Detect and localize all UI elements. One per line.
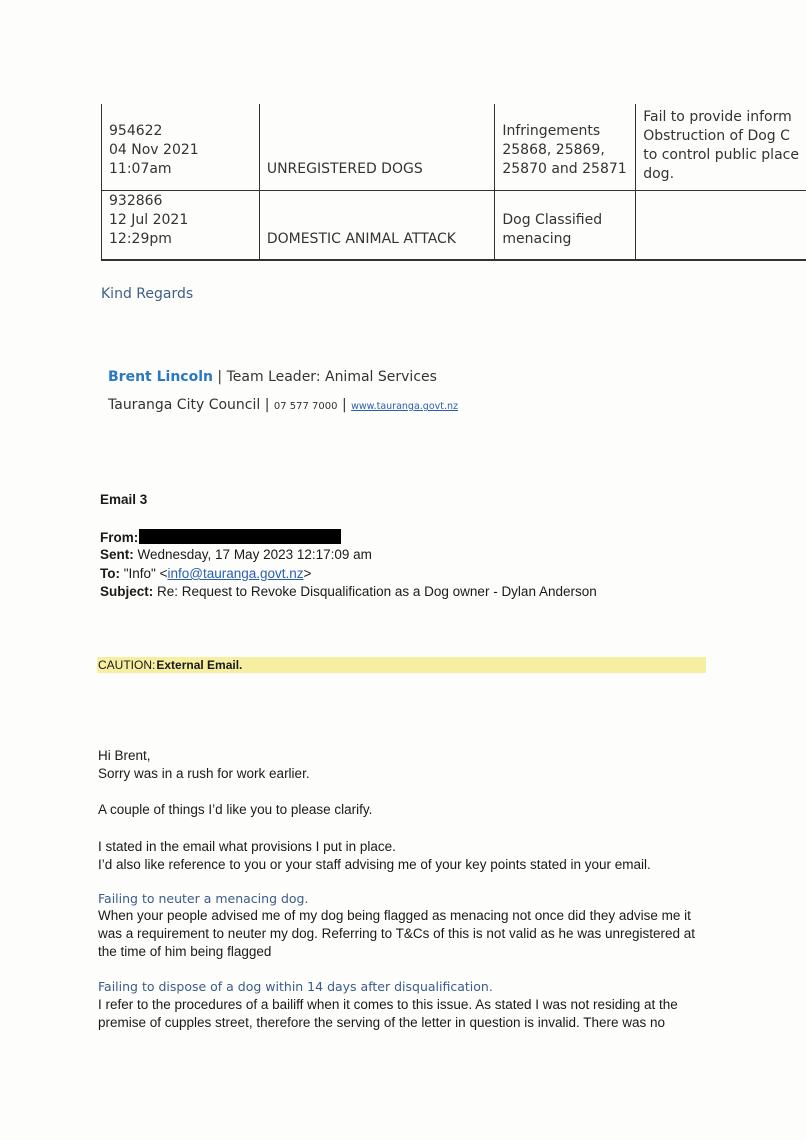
details-line: 25870 and 25871 bbox=[502, 161, 627, 177]
subject-line: Subject: Re: Request to Revoke Disqualif… bbox=[100, 583, 597, 601]
details-line: Dog Classified bbox=[502, 212, 603, 228]
signature-title: Team Leader: Animal Services bbox=[226, 369, 437, 385]
sent-line: Sent: Wednesday, 17 May 2023 12:17:09 am bbox=[100, 546, 372, 564]
outcome-cell: Fail to provide inform Obstruction of Do… bbox=[635, 104, 806, 191]
body-paragraph: I refer to the procedures of a bailiff w… bbox=[98, 996, 678, 1032]
record-time: 11:07am bbox=[109, 161, 172, 177]
record-date: 04 Nov 2021 bbox=[109, 142, 199, 158]
paragraph-line: I refer to the procedures of a bailiff w… bbox=[98, 997, 678, 1012]
record-id-cell: 954622 04 Nov 2021 11:07am bbox=[101, 104, 260, 191]
to-close: > bbox=[303, 566, 312, 581]
record-id-cell: 932866 12 Jul 2021 12:29pm bbox=[101, 190, 260, 261]
body-line: I stated in the email what provisions I … bbox=[98, 839, 396, 854]
subject-value: Re: Request to Revoke Disqualification a… bbox=[153, 584, 597, 599]
section-heading: Failing to neuter a menacing dog. bbox=[98, 891, 309, 906]
caution-prefix: CAUTION: bbox=[98, 658, 156, 672]
to-label: To: bbox=[100, 566, 120, 581]
record-category: DOMESTIC ANIMAL ATTACK bbox=[266, 231, 456, 247]
from-label: From: bbox=[100, 530, 139, 545]
record-date: 12 Jul 2021 bbox=[109, 212, 189, 228]
record-category: UNREGISTERED DOGS bbox=[266, 161, 423, 177]
redaction-block bbox=[139, 529, 342, 544]
to-email-link[interactable]: info@tauranga.govt.nz bbox=[167, 566, 304, 581]
outcome-cell bbox=[635, 190, 806, 261]
paragraph-line: premise of cupples street, therefore the… bbox=[98, 1015, 666, 1030]
signature-org: Tauranga City Council bbox=[108, 397, 261, 413]
separator: | bbox=[212, 369, 227, 385]
signature-name: Brent Lincoln bbox=[108, 369, 213, 385]
details-cell: Infringements 25868, 25869, 25870 and 25… bbox=[494, 104, 637, 191]
record-id: 932866 bbox=[109, 193, 163, 209]
table-row: 954622 04 Nov 2021 11:07am UNREGISTERED … bbox=[101, 104, 806, 191]
paragraph-line: the time of him being flagged bbox=[98, 944, 272, 959]
caution-banner: CAUTION:External Email. bbox=[97, 657, 706, 673]
record-time: 12:29pm bbox=[109, 231, 172, 247]
category-cell: DOMESTIC ANIMAL ATTACK bbox=[258, 190, 496, 261]
email-heading: Email 3 bbox=[100, 492, 148, 507]
details-line: menacing bbox=[502, 231, 572, 247]
outcome-line: Obstruction of Dog C bbox=[643, 128, 790, 144]
record-id: 954622 bbox=[109, 123, 163, 139]
body-line: I’d also like reference to you or your s… bbox=[98, 857, 651, 872]
signature-name-line: Brent Lincoln | Team Leader: Animal Serv… bbox=[108, 369, 437, 385]
from-line: From: bbox=[100, 529, 342, 547]
separator: | bbox=[260, 397, 274, 413]
body-line: Sorry was in a rush for work earlier. bbox=[98, 766, 310, 781]
closing-text: Kind Regards bbox=[101, 286, 194, 302]
to-name: "Info" < bbox=[120, 566, 168, 581]
details-line: 25868, 25869, bbox=[502, 142, 605, 158]
body-paragraph: When your people advised me of my dog be… bbox=[98, 907, 695, 961]
details-line: Infringements bbox=[502, 123, 601, 139]
subject-label: Subject: bbox=[100, 584, 154, 599]
records-table: 954622 04 Nov 2021 11:07am UNREGISTERED … bbox=[101, 104, 806, 261]
sent-label: Sent: bbox=[100, 547, 134, 562]
signature-org-line: Tauranga City Council | 07 577 7000 | ww… bbox=[108, 397, 458, 413]
signature-phone: 07 577 7000 bbox=[273, 401, 338, 412]
paragraph-line: When your people advised me of my dog be… bbox=[98, 908, 691, 923]
section-heading: Failing to dispose of a dog within 14 da… bbox=[98, 979, 493, 994]
table-row: 932866 12 Jul 2021 12:29pm DOMESTIC ANIM… bbox=[101, 190, 806, 261]
greeting: Hi Brent, bbox=[98, 748, 151, 763]
outcome-line: Fail to provide inform bbox=[643, 109, 792, 125]
website-link[interactable]: www.tauranga.govt.nz bbox=[351, 401, 459, 412]
outcome-line: dog. bbox=[643, 166, 675, 182]
body-line: A couple of things I’d like you to pleas… bbox=[98, 802, 373, 817]
details-cell: Dog Classified menacing bbox=[494, 190, 637, 261]
to-line: To: "Info" <info@tauranga.govt.nz> bbox=[100, 565, 311, 583]
paragraph-line: was a requirement to neuter my dog. Refe… bbox=[98, 926, 696, 941]
caution-text: External Email. bbox=[156, 658, 243, 672]
category-cell: UNREGISTERED DOGS bbox=[258, 104, 496, 191]
outcome-line: to control public place bbox=[643, 147, 799, 163]
separator: | bbox=[337, 397, 352, 413]
sent-value: Wednesday, 17 May 2023 12:17:09 am bbox=[133, 547, 372, 562]
